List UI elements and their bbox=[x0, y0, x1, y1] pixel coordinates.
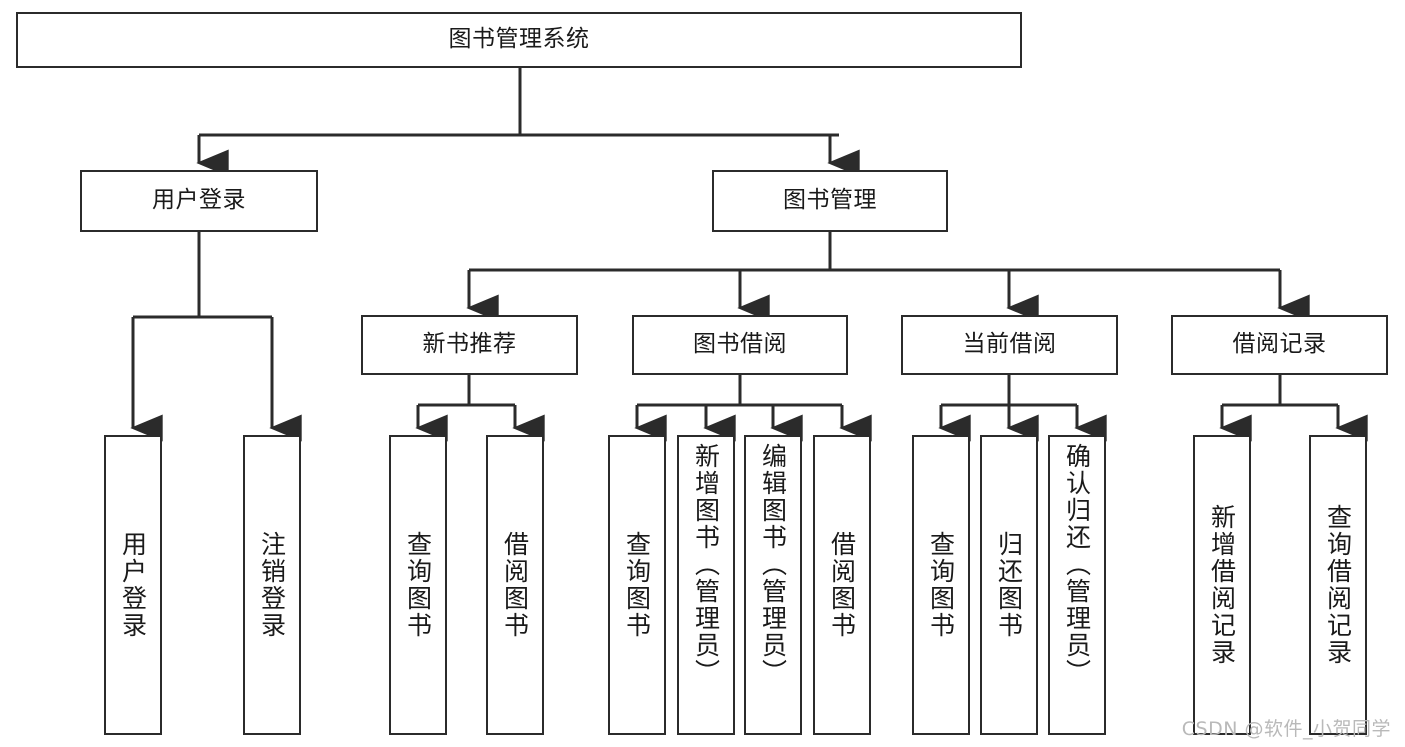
leaf-return-book[interactable]: 归还图书 bbox=[980, 435, 1038, 735]
node-user-login[interactable]: 用户登录 bbox=[80, 170, 318, 232]
node-new-book-recommend[interactable]: 新书推荐 bbox=[361, 315, 578, 375]
leaf-add-borrow-record[interactable]: 新增借阅记录 bbox=[1193, 435, 1251, 735]
leaf-user-login[interactable]: 用户登录 bbox=[104, 435, 162, 735]
node-borrow-record[interactable]: 借阅记录 bbox=[1171, 315, 1388, 375]
leaf-edit-book-admin[interactable]: 编辑图书（管理员） bbox=[744, 435, 802, 735]
leaf-borrow-book[interactable]: 借阅图书 bbox=[813, 435, 871, 735]
node-label: 查询图书 bbox=[926, 531, 956, 639]
node-label: 确认归还（管理员） bbox=[1062, 443, 1092, 686]
node-label: 用户登录 bbox=[118, 531, 148, 639]
leaf-search-book-current[interactable]: 查询图书 bbox=[912, 435, 970, 735]
node-label: 归还图书 bbox=[994, 531, 1024, 639]
node-label: 新增借阅记录 bbox=[1207, 504, 1237, 666]
leaf-borrow-book-recommend[interactable]: 借阅图书 bbox=[486, 435, 544, 735]
node-root-system[interactable]: 图书管理系统 bbox=[16, 12, 1022, 68]
node-label: 查询图书 bbox=[622, 531, 652, 639]
node-label: 编辑图书（管理员） bbox=[758, 443, 788, 686]
leaf-user-logout[interactable]: 注销登录 bbox=[243, 435, 301, 735]
node-label: 借阅记录 bbox=[1232, 331, 1327, 358]
node-label: 图书管理系统 bbox=[448, 26, 590, 53]
node-label: 图书管理 bbox=[783, 187, 877, 214]
leaf-search-book-borrow[interactable]: 查询图书 bbox=[608, 435, 666, 735]
leaf-confirm-return-admin[interactable]: 确认归还（管理员） bbox=[1048, 435, 1106, 735]
node-label: 新增图书（管理员） bbox=[691, 443, 721, 686]
node-label: 借阅图书 bbox=[827, 531, 857, 639]
leaf-search-book-recommend[interactable]: 查询图书 bbox=[389, 435, 447, 735]
leaf-search-borrow-record[interactable]: 查询借阅记录 bbox=[1309, 435, 1367, 735]
node-label: 用户登录 bbox=[152, 187, 246, 214]
node-label: 新书推荐 bbox=[422, 331, 517, 358]
node-book-borrow[interactable]: 图书借阅 bbox=[632, 315, 848, 375]
leaf-add-book-admin[interactable]: 新增图书（管理员） bbox=[677, 435, 735, 735]
node-label: 图书借阅 bbox=[693, 331, 787, 358]
node-label: 当前借阅 bbox=[962, 331, 1057, 358]
node-current-borrow[interactable]: 当前借阅 bbox=[901, 315, 1118, 375]
node-book-management[interactable]: 图书管理 bbox=[712, 170, 948, 232]
node-label: 注销登录 bbox=[257, 531, 287, 639]
node-label: 借阅图书 bbox=[500, 531, 530, 639]
node-label: 查询借阅记录 bbox=[1323, 504, 1353, 666]
node-label: 查询图书 bbox=[403, 531, 433, 639]
